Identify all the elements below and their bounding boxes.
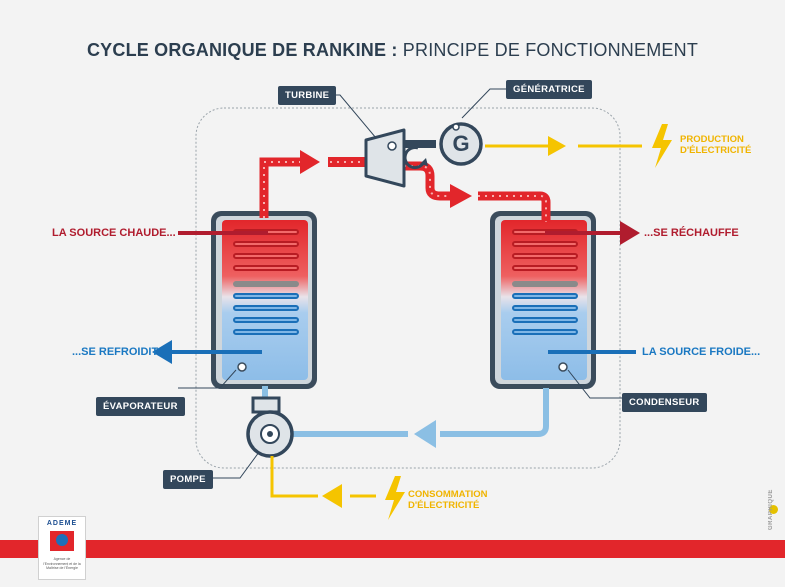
vapour-pipe-to-turbine [259, 157, 300, 218]
production-label-line2: D'ÉLECTRICITÉ [680, 145, 752, 156]
production-label-line1: PRODUCTION [680, 134, 744, 145]
pump [246, 396, 294, 458]
liquid-return-arrow [414, 420, 436, 448]
vapour-pipe-to-condenser [404, 161, 450, 201]
page-title: CYCLE ORGANIQUE DE RANKINE : PRINCIPE DE… [0, 40, 785, 61]
consommation-label-line2: D'ÉLECTRICITÉ [408, 500, 480, 511]
source-chaude-label: LA SOURCE CHAUDE... [52, 227, 176, 239]
turbine [364, 128, 428, 188]
se-refroidit-label: ...SE REFROIDIT [72, 346, 159, 358]
side-credit: GRAPHIQUE [768, 489, 774, 530]
evaporateur-tag: ÉVAPORATEUR [96, 397, 185, 416]
vapour-arrow-1 [300, 150, 320, 174]
footer-red-band [0, 540, 785, 558]
production-arrow [548, 136, 566, 156]
se-rechauffe-label: ...SE RÉCHAUFFE [644, 227, 739, 239]
consumption-line [270, 456, 318, 498]
footer-base [0, 558, 785, 587]
source-froide-label: LA SOURCE FROIDE... [642, 346, 761, 358]
liquid-return-pipe [440, 388, 549, 437]
cooling-arrow [152, 340, 172, 364]
ademe-logo: ADEME Agence de l'Environnement et de la… [38, 516, 86, 580]
production-label: PRODUCTION D'ÉLECTRICITÉ [680, 134, 751, 156]
pompe-tag: POMPE [163, 470, 213, 489]
evaporator-tank [211, 211, 317, 389]
lightning-icon [652, 124, 672, 168]
title-light: PRINCIPE DE FONCTIONNEMENT [402, 40, 699, 60]
globe-icon [56, 534, 68, 546]
lightning-icon-2 [385, 476, 405, 520]
generator-letter: G [452, 131, 470, 156]
reheat-arrow [620, 221, 640, 245]
turbine-tag: TURBINE [278, 86, 337, 105]
generator [404, 122, 483, 166]
condenser-tank [490, 211, 596, 389]
logo-wordmark: ADEME [46, 520, 78, 527]
consommation-label-line1: CONSOMMATION [408, 489, 488, 500]
generatrice-tag: GÉNÉRATRICE [506, 80, 592, 99]
vapour-arrow-2 [450, 184, 472, 208]
logo-caption: Agence de l'Environnement et de la Maîtr… [43, 557, 81, 570]
condenseur-tag: CONDENSEUR [622, 393, 707, 412]
title-strong: CYCLE ORGANIQUE DE RANKINE : [86, 40, 398, 60]
system-boundary [195, 107, 621, 469]
credit-dot-icon [769, 505, 778, 514]
consumption-arrow [322, 484, 342, 508]
consommation-label: CONSOMMATION D'ÉLECTRICITÉ [408, 489, 488, 511]
